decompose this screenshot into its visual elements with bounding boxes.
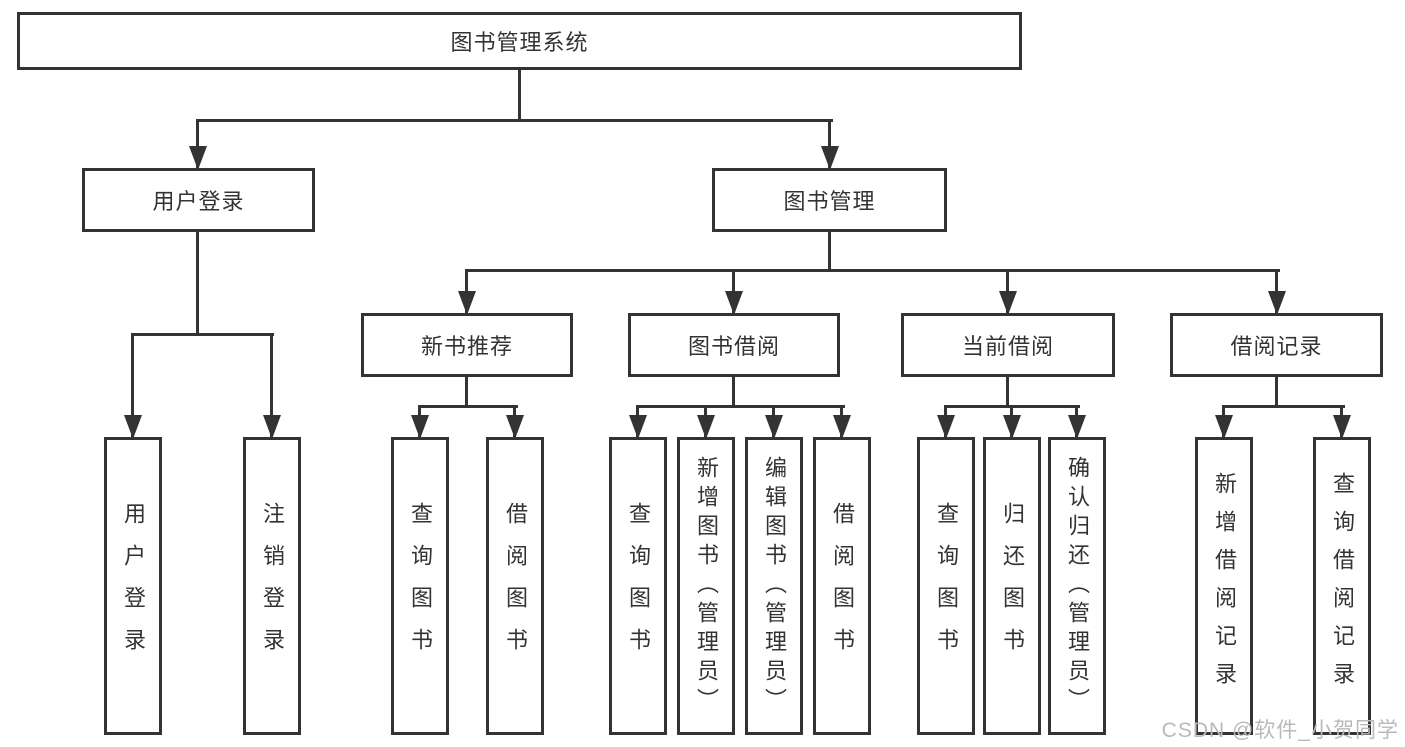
arrowhead-nb-leaf1 [411, 415, 429, 439]
connector-user-login-bar [131, 333, 274, 336]
leaf-cb-return-books-label: 归还图书 [1000, 502, 1025, 670]
connector-new-book-bar [418, 405, 518, 408]
connector-book-management-stem [828, 230, 831, 272]
leaf-br-add-record: 新增借阅记录 [1195, 437, 1253, 735]
arrowhead-bb-leaf1 [629, 415, 647, 439]
node-book-borrow-label: 图书借阅 [687, 334, 780, 359]
leaf-br-add-record-label: 新增借阅记录 [1212, 472, 1237, 700]
arrowhead-book-management [821, 146, 839, 170]
node-borrow-records-label: 借阅记录 [1230, 334, 1323, 359]
connector-borrow-records-bar [1222, 405, 1345, 408]
connector-book-borrow-bar [636, 405, 845, 408]
connector-to-book-management [828, 119, 831, 170]
connector-ul-leaf1 [131, 333, 134, 439]
leaf-bb-query-books: 查询图书 [609, 437, 667, 735]
leaf-cb-query-books-label: 查询图书 [934, 502, 959, 670]
leaf-logout: 注销登录 [243, 437, 301, 735]
node-user-login: 用户登录 [82, 168, 315, 232]
leaf-bb-edit-books-admin-label: 编辑图书（管理员） [762, 455, 787, 717]
leaf-bb-add-books-admin: 新增图书（管理员） [677, 437, 735, 735]
leaf-br-query-record-label: 查询借阅记录 [1330, 472, 1355, 700]
leaf-nb-query-books: 查询图书 [391, 437, 449, 735]
arrowhead-new-book [458, 291, 476, 315]
arrowhead-borrow-records [1268, 291, 1286, 315]
leaf-user-login-label: 用户登录 [121, 502, 146, 670]
node-current-borrow-label: 当前借阅 [961, 334, 1054, 359]
node-book-management: 图书管理 [712, 168, 947, 232]
arrowhead-ul-leaf2 [263, 415, 281, 439]
leaf-user-login: 用户登录 [104, 437, 162, 735]
leaf-br-query-record: 查询借阅记录 [1313, 437, 1371, 735]
leaf-bb-add-books-admin-label: 新增图书（管理员） [694, 455, 719, 717]
arrowhead-bb-leaf4 [833, 415, 851, 439]
arrowhead-book-borrow [725, 291, 743, 315]
leaf-bb-edit-books-admin: 编辑图书（管理员） [745, 437, 803, 735]
node-user-login-label: 用户登录 [152, 189, 245, 214]
connector-borrow-records-stem [1275, 375, 1278, 408]
leaf-cb-return-books: 归还图书 [983, 437, 1041, 735]
arrowhead-br-leaf1 [1215, 415, 1233, 439]
leaf-bb-borrow-books: 借阅图书 [813, 437, 871, 735]
arrowhead-nb-leaf2 [506, 415, 524, 439]
node-book-borrow: 图书借阅 [628, 313, 840, 377]
leaf-nb-query-books-label: 查询图书 [408, 502, 433, 670]
leaf-cb-confirm-return-admin-label: 确认归还（管理员） [1065, 455, 1090, 717]
connector-root-stem [518, 68, 521, 121]
node-book-management-label: 图书管理 [783, 189, 876, 214]
leaf-nb-borrow-books-label: 借阅图书 [503, 502, 528, 670]
node-new-book-recommend: 新书推荐 [361, 313, 573, 377]
node-new-book-recommend-label: 新书推荐 [420, 334, 513, 359]
arrowhead-user-login [189, 146, 207, 170]
node-current-borrow: 当前借阅 [901, 313, 1115, 377]
arrowhead-current-borrow [999, 291, 1017, 315]
arrowhead-cb-leaf2 [1003, 415, 1021, 439]
connector-level2-bar [196, 119, 833, 122]
leaf-bb-borrow-books-label: 借阅图书 [830, 502, 855, 670]
node-root-label: 图书管理系统 [450, 30, 589, 55]
connector-ul-leaf2 [270, 333, 273, 439]
csdn-watermark: CSDN @软件_小贺同学 [1161, 719, 1399, 742]
arrowhead-cb-leaf3 [1068, 415, 1086, 439]
arrowhead-bb-leaf2 [697, 415, 715, 439]
connector-new-book-stem [465, 375, 468, 408]
arrowhead-br-leaf2 [1333, 415, 1351, 439]
arrowhead-bb-leaf3 [765, 415, 783, 439]
connector-book-borrow-stem [732, 375, 735, 408]
connector-to-user-login [196, 119, 199, 170]
leaf-bb-query-books-label: 查询图书 [626, 502, 651, 670]
connector-level3-bar [465, 269, 1280, 272]
connector-user-login-stem [196, 230, 199, 336]
leaf-cb-confirm-return-admin: 确认归还（管理员） [1048, 437, 1106, 735]
leaf-cb-query-books: 查询图书 [917, 437, 975, 735]
leaf-logout-label: 注销登录 [260, 502, 285, 670]
node-root: 图书管理系统 [17, 12, 1022, 70]
arrowhead-ul-leaf1 [124, 415, 142, 439]
node-borrow-records: 借阅记录 [1170, 313, 1383, 377]
arrowhead-cb-leaf1 [937, 415, 955, 439]
leaf-nb-borrow-books: 借阅图书 [486, 437, 544, 735]
connector-current-borrow-stem [1006, 375, 1009, 408]
